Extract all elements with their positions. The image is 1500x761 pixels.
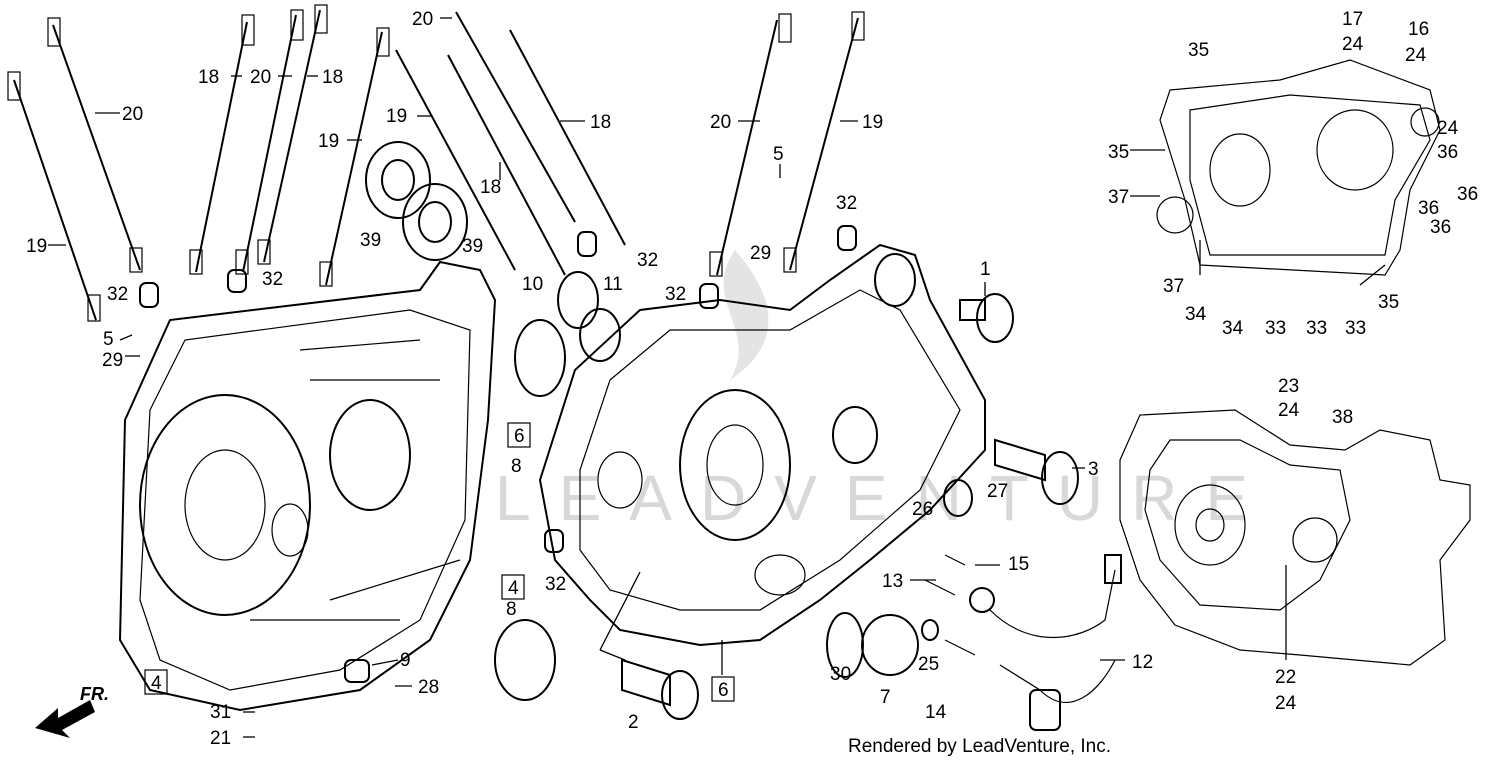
callout: 29 <box>750 243 771 264</box>
callout: 37 <box>1163 276 1184 297</box>
callout: 10 <box>522 274 543 295</box>
callout: 25 <box>918 654 939 675</box>
boxed-callout: 6 <box>514 426 525 447</box>
callout: 24 <box>1342 34 1364 55</box>
callout: 24 <box>1437 118 1459 139</box>
callout: 30 <box>830 664 851 685</box>
callout: 13 <box>882 571 903 592</box>
callout: 36 <box>1457 184 1478 205</box>
callout: 15 <box>1008 554 1029 575</box>
callout: 1 <box>980 259 991 280</box>
callout: 5 <box>773 144 784 165</box>
callout: 36 <box>1437 142 1458 163</box>
callout: 34 <box>1185 304 1207 325</box>
callout: 32 <box>637 250 658 271</box>
callout: 19 <box>26 236 47 257</box>
callout: 33 <box>1345 318 1366 339</box>
callout: 32 <box>107 284 128 305</box>
callout: 19 <box>862 112 883 133</box>
callout: 9 <box>400 650 411 671</box>
callout: 2 <box>628 712 639 733</box>
callout: 28 <box>418 677 439 698</box>
callout: 38 <box>1332 407 1353 428</box>
callout: 26 <box>912 499 933 520</box>
callout: 7 <box>880 687 891 708</box>
callout: 19 <box>386 106 407 127</box>
callout: 16 <box>1408 19 1429 40</box>
bearings <box>365 141 621 701</box>
callout: 5 <box>103 329 114 350</box>
boxed-callouts: 6 4 4 6 <box>144 422 735 702</box>
callout: 35 <box>1188 40 1209 61</box>
callout: 20 <box>250 67 271 88</box>
callout: 18 <box>480 177 501 198</box>
callout: 33 <box>1306 318 1327 339</box>
callout: 20 <box>710 112 731 133</box>
callout: 18 <box>322 67 343 88</box>
callout: 18 <box>198 67 219 88</box>
callout: 23 <box>1278 376 1299 397</box>
callout: 32 <box>665 284 686 305</box>
callout: 3 <box>1088 459 1099 480</box>
shafts-and-sensors <box>621 293 1122 731</box>
boxed-callout: 6 <box>718 680 729 701</box>
callout: 31 <box>210 702 231 723</box>
callout: 39 <box>462 236 483 257</box>
watermark-flame-icon <box>723 250 769 380</box>
callout: 19 <box>318 131 339 152</box>
leader-lines <box>48 17 1386 738</box>
callout: 36 <box>1418 198 1439 219</box>
callout-labels: 19 20 19 32 5 29 18 20 18 32 19 39 39 19… <box>26 9 1478 749</box>
callout: 22 <box>1275 667 1296 688</box>
callout: 37 <box>1108 187 1129 208</box>
callout: 8 <box>511 456 522 477</box>
callout: 11 <box>603 274 623 295</box>
callout: 18 <box>590 112 611 133</box>
callout: 14 <box>925 702 947 723</box>
callout: 32 <box>545 574 566 595</box>
callout: 20 <box>412 9 433 30</box>
front-label: FR. <box>80 684 109 704</box>
callout: 33 <box>1265 318 1286 339</box>
top-right-case-outline <box>1156 59 1441 276</box>
callout: 32 <box>262 269 283 290</box>
callout: 34 <box>1222 318 1244 339</box>
bottom-right-case-outline <box>1119 409 1471 666</box>
callout: 27 <box>987 481 1008 502</box>
dowel-pins <box>139 225 857 683</box>
callout: 39 <box>360 230 381 251</box>
callout: 35 <box>1378 292 1399 313</box>
callout: 17 <box>1342 9 1363 30</box>
callout: 24 <box>1275 693 1297 714</box>
stud-bolts <box>7 4 865 322</box>
callout: 24 <box>1405 45 1427 66</box>
boxed-callout: 4 <box>508 578 519 599</box>
front-direction-marker: FR. <box>35 684 109 738</box>
left-crankcase-half <box>118 260 497 712</box>
right-crankcase-half <box>538 243 986 647</box>
callout: 29 <box>102 350 123 371</box>
front-arrow-icon <box>35 700 95 738</box>
credit-text: Rendered by LeadVenture, Inc. <box>848 736 1111 757</box>
callout: 8 <box>506 599 517 620</box>
callout: 12 <box>1132 652 1153 673</box>
callout: 32 <box>836 193 857 214</box>
watermark-text: LEADVENTURE <box>495 462 1276 534</box>
boxed-callout: 4 <box>151 673 162 694</box>
callout: 20 <box>122 104 143 125</box>
callout: 35 <box>1108 142 1129 163</box>
callout: 24 <box>1278 400 1300 421</box>
callout: 36 <box>1430 217 1451 238</box>
callout: 21 <box>210 728 231 749</box>
